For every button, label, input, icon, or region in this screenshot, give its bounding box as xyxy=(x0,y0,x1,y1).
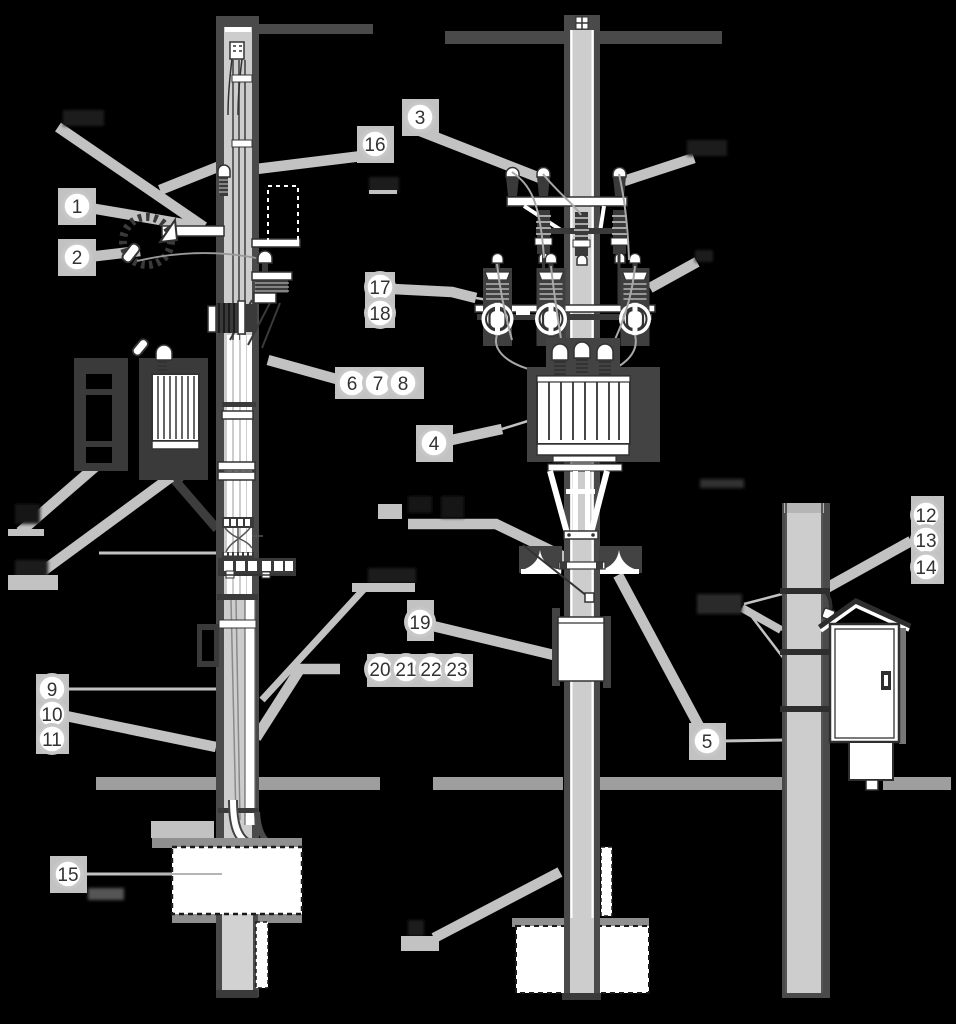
svg-text:11: 11 xyxy=(42,730,62,751)
svg-text:13: 13 xyxy=(915,531,936,552)
svg-text:19: 19 xyxy=(409,613,430,634)
svg-text:21: 21 xyxy=(395,660,416,681)
svg-text:5: 5 xyxy=(702,732,713,753)
svg-text:9: 9 xyxy=(47,680,58,701)
svg-text:8: 8 xyxy=(398,374,409,395)
svg-text:23: 23 xyxy=(446,660,467,681)
svg-text:12: 12 xyxy=(915,506,936,527)
svg-text:1: 1 xyxy=(72,197,83,218)
svg-text:20: 20 xyxy=(369,660,390,681)
svg-text:4: 4 xyxy=(429,434,440,455)
svg-text:15: 15 xyxy=(57,865,78,886)
svg-text:2: 2 xyxy=(72,248,83,269)
svg-text:14: 14 xyxy=(915,558,937,579)
svg-text:18: 18 xyxy=(369,304,390,325)
svg-text:17: 17 xyxy=(369,278,390,299)
svg-text:10: 10 xyxy=(41,705,62,726)
svg-text:16: 16 xyxy=(364,135,385,156)
svg-text:7: 7 xyxy=(373,374,384,395)
svg-text:6: 6 xyxy=(347,374,358,395)
svg-text:3: 3 xyxy=(415,108,426,129)
svg-text:22: 22 xyxy=(420,660,441,681)
